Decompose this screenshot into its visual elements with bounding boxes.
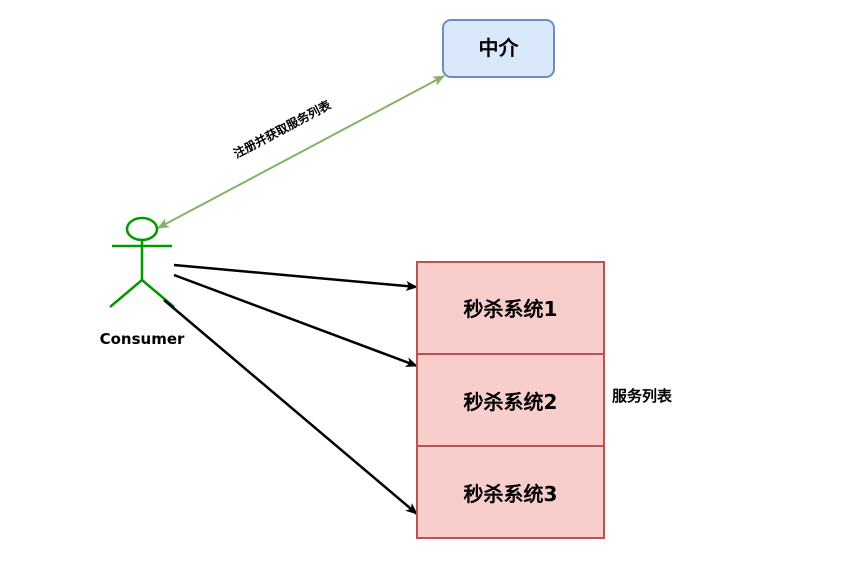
- request-arrow-3: [163, 299, 418, 515]
- register-arrow: [157, 75, 445, 229]
- service-list: 秒杀系统1 秒杀系统2 秒杀系统3 服务列表: [416, 261, 673, 539]
- consumer-actor[interactable]: Consumer: [100, 216, 185, 348]
- system-node-3[interactable]: 秒杀系统3: [416, 445, 605, 539]
- system-box-3: [416, 445, 605, 539]
- consumer-icon: [109, 216, 175, 308]
- system-label-1: 秒杀系统1: [464, 297, 558, 321]
- register-edge: 注册并获取服务列表: [157, 75, 445, 229]
- system-node-1[interactable]: 秒杀系统1: [416, 261, 605, 355]
- system-node-2[interactable]: 秒杀系统2: [416, 353, 605, 447]
- consumer-label: Consumer: [100, 330, 185, 348]
- request-arrow-2: [173, 273, 418, 368]
- broker-node[interactable]: 中介: [442, 19, 555, 78]
- system-label-3: 秒杀系统3: [464, 482, 558, 506]
- service-list-label: 服务列表: [612, 387, 673, 405]
- request-arrow-1: [173, 263, 418, 291]
- register-edge-label: 注册并获取服务列表: [231, 97, 334, 161]
- broker-label: 中介: [479, 36, 520, 60]
- system-label-2: 秒杀系统2: [464, 390, 558, 414]
- broker-box: [442, 19, 555, 78]
- system-box-2: [416, 353, 605, 447]
- request-edges: [163, 263, 418, 515]
